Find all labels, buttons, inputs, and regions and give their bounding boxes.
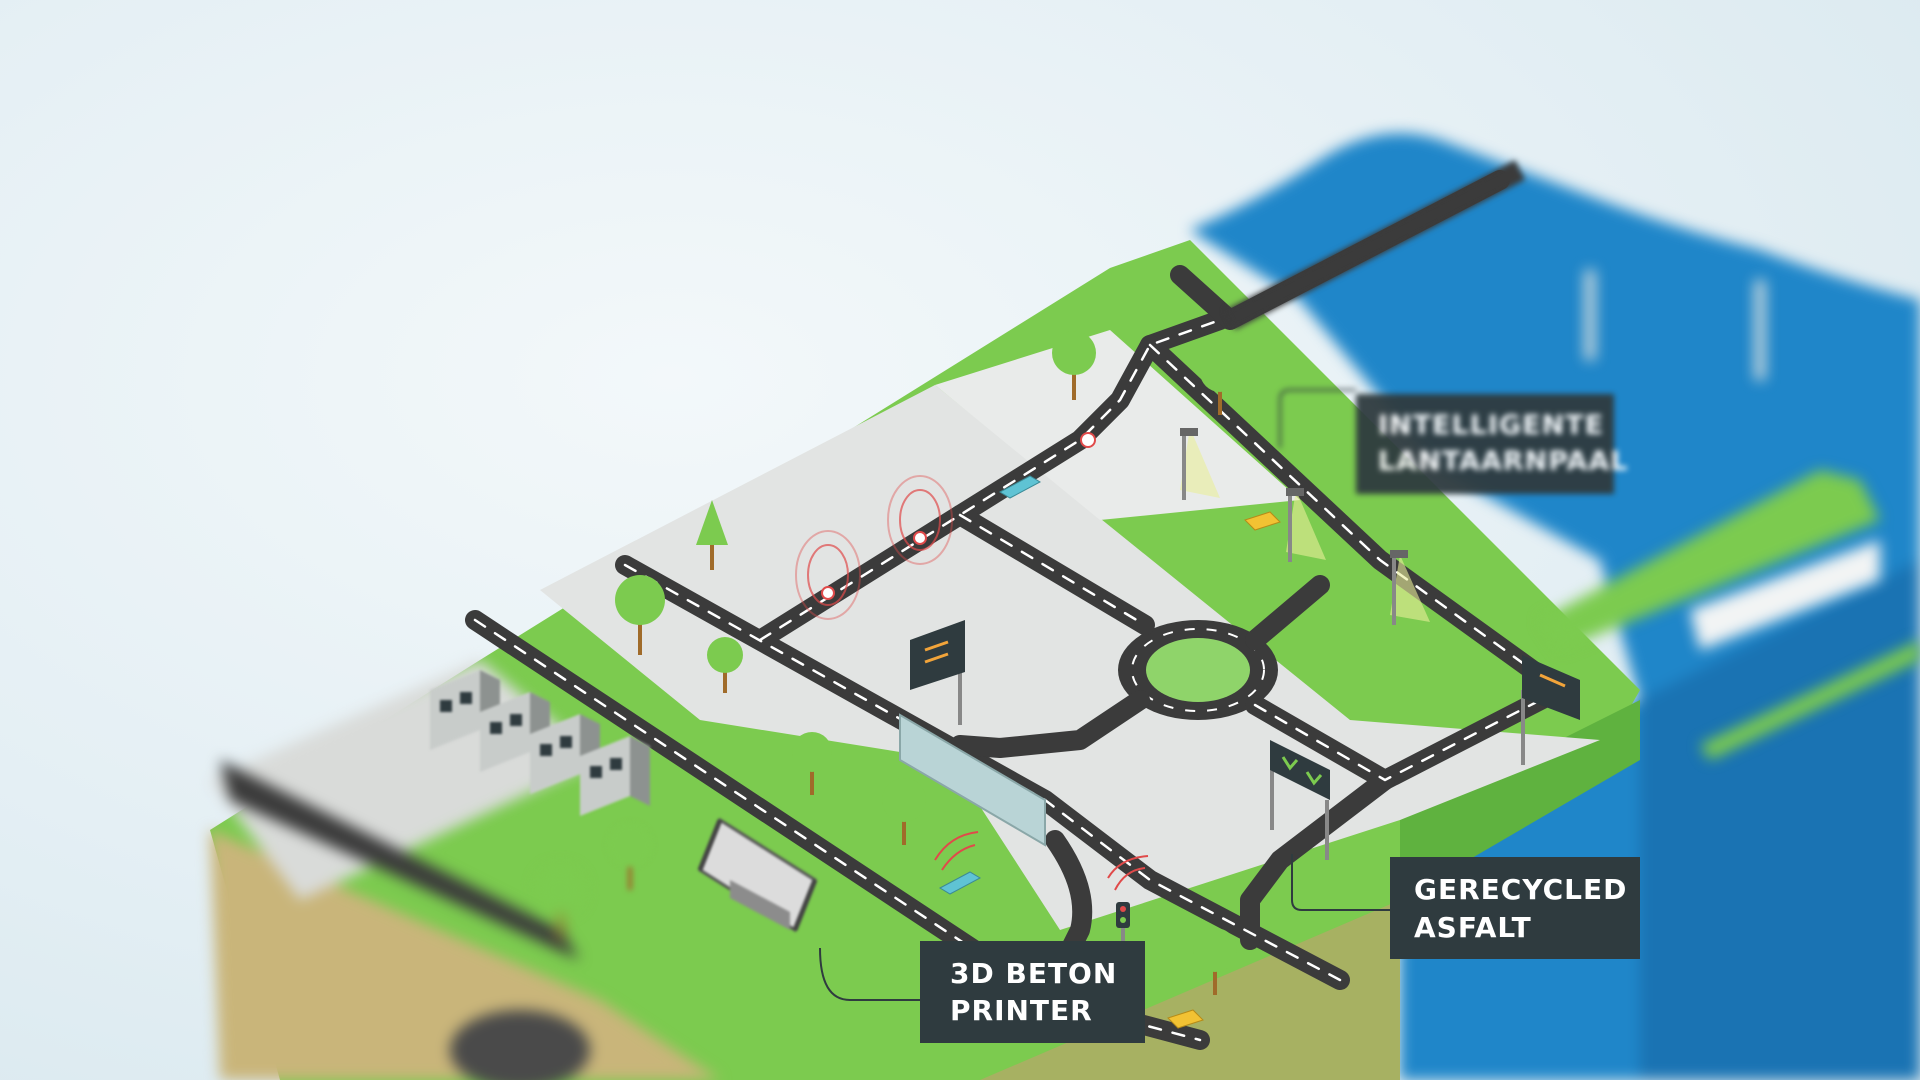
street-lamp-icon — [1390, 550, 1430, 625]
street-lamps — [1180, 428, 1430, 625]
car-icon — [938, 871, 982, 895]
tree-icon — [1200, 352, 1240, 415]
harbour — [1540, 270, 1920, 760]
tree-icon — [1052, 331, 1096, 400]
noise-barrier — [899, 713, 1046, 847]
tree-icon — [615, 575, 665, 655]
wifi-signal-icon — [887, 475, 953, 565]
trees — [536, 331, 1240, 995]
car-icon — [998, 475, 1042, 499]
callout-line: GERECYCLED — [1414, 873, 1628, 906]
houses — [430, 670, 650, 816]
callout-line: PRINTER — [950, 994, 1093, 1027]
street-lamp-icon — [1286, 488, 1326, 562]
callout-intelligent-lighting: INTELLIGENTE LANTAARNPAAL — [1356, 394, 1629, 494]
cars — [938, 475, 1281, 1029]
roundabout — [1118, 620, 1278, 720]
tree-icon — [792, 732, 832, 795]
callout-leaders — [819, 389, 1390, 1001]
callout-line: ASFALT — [1414, 911, 1532, 944]
tree-icon — [882, 778, 926, 845]
callout-line: 3D BETON — [950, 957, 1118, 990]
car-icon — [1244, 511, 1281, 531]
tree-icon — [608, 823, 652, 890]
tree-icon — [696, 500, 728, 570]
matrix-signs — [910, 620, 1580, 860]
matrix-sign-icon — [910, 620, 965, 725]
tree-icon — [707, 637, 743, 693]
callout-concrete-printer: 3D BETON PRINTER — [920, 941, 1145, 1043]
lane-sign-icon — [1270, 740, 1330, 860]
signals — [795, 432, 1149, 891]
callout-recycled-asphalt: GERECYCLED ASFALT — [1390, 857, 1640, 959]
wifi-signal-icon — [934, 831, 979, 871]
wifi-signal-icon — [1080, 432, 1096, 448]
wifi-signal-icon — [1107, 855, 1149, 891]
bridge-road — [1224, 160, 1526, 330]
concrete-printer-machine — [697, 817, 818, 933]
matrix-sign-icon — [1521, 655, 1580, 765]
callout-line: INTELLIGENTE — [1378, 410, 1605, 441]
wifi-signal-icon — [795, 530, 861, 620]
tree-icon — [1193, 928, 1237, 995]
house — [580, 736, 650, 816]
tree-icon — [536, 866, 584, 940]
car-icon — [1167, 1009, 1204, 1029]
street-lamp-icon — [1180, 428, 1220, 500]
callout-line: LANTAARNPAAL — [1378, 446, 1629, 477]
